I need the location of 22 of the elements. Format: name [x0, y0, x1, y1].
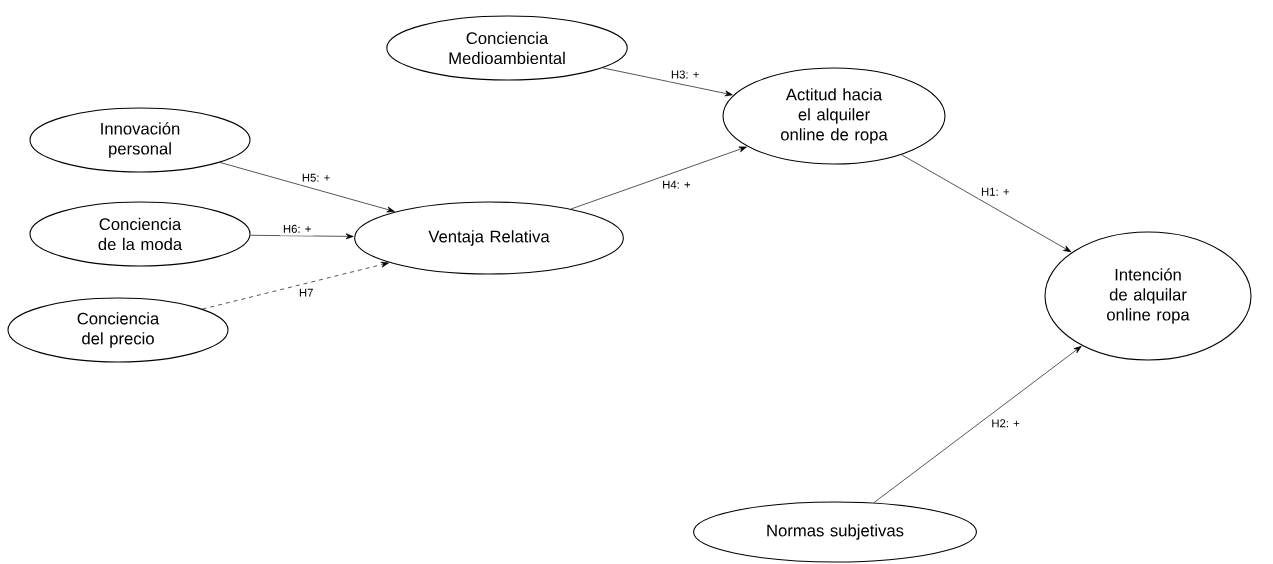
ellipse-node: Normas subjetivas	[693, 501, 977, 563]
arrow	[602, 67, 733, 97]
arrow	[901, 154, 1072, 253]
edge-label: H6: +	[280, 222, 315, 236]
arrow	[873, 346, 1082, 503]
arrow	[202, 261, 389, 310]
edge-label: H2: +	[988, 416, 1023, 430]
arrow	[250, 233, 354, 240]
ellipse-node: Conciencia del precio	[7, 297, 229, 363]
edge-label: H5: +	[299, 171, 333, 185]
edge-label: H4: +	[659, 178, 694, 192]
edge-label: H3: +	[668, 67, 703, 82]
arrow	[570, 146, 747, 210]
ellipse-node: Innovación personal	[29, 107, 251, 173]
ellipse-node: Ventaja Relativa	[354, 201, 624, 275]
edge-label: H1: +	[978, 185, 1013, 199]
ellipse-node: Conciencia de la moda	[29, 201, 251, 267]
ellipse-node: Intención de alquilar online ropa	[1044, 231, 1252, 361]
arrow	[219, 162, 395, 213]
ellipse-node: Conciencia Medioambiental	[386, 15, 628, 81]
edge-label: H7	[296, 286, 317, 300]
ellipse-node: Actitud hacia el alquiler online de ropa	[722, 67, 946, 165]
